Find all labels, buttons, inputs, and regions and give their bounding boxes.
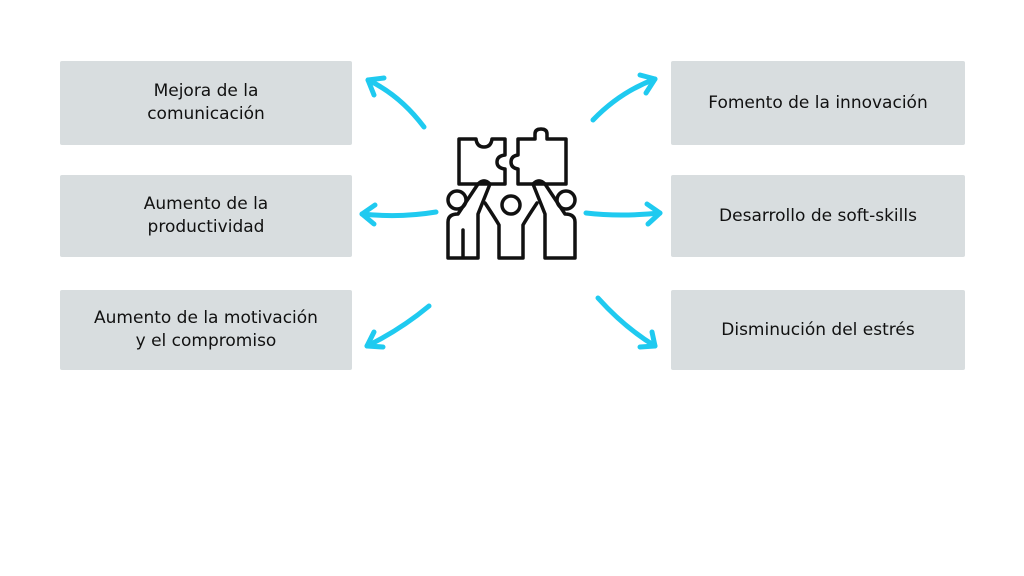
arrow-middle-left-icon — [359, 202, 439, 227]
benefit-label: Desarrollo de soft-skills — [719, 205, 917, 226]
arrow-middle-right-icon — [583, 201, 663, 227]
benefit-label: Fomento de la innovación — [708, 92, 928, 113]
benefit-label: Aumento de la motivación y el compromiso — [94, 308, 318, 351]
benefit-box-motivation: Aumento de la motivación y el compromiso — [60, 290, 352, 370]
teamwork-puzzle-icon — [446, 127, 577, 260]
benefit-box-stress: Disminución del estrés — [671, 290, 965, 370]
benefit-box-productivity: Aumento de la productividad — [60, 175, 352, 257]
benefit-label: Aumento de la productividad — [143, 194, 269, 237]
arrow-top-left-icon — [365, 75, 427, 130]
benefit-label: Disminución del estrés — [721, 319, 915, 340]
benefit-label: Mejora de la comunicación — [147, 81, 265, 124]
benefit-box-soft-skills: Desarrollo de soft-skills — [671, 175, 965, 257]
benefit-box-communication: Mejora de la comunicación — [60, 61, 352, 145]
arrow-top-right-icon — [590, 72, 658, 123]
arrow-bottom-left-icon — [364, 303, 432, 350]
arrow-bottom-right-icon — [595, 295, 658, 350]
benefit-box-innovation: Fomento de la innovación — [671, 61, 965, 145]
